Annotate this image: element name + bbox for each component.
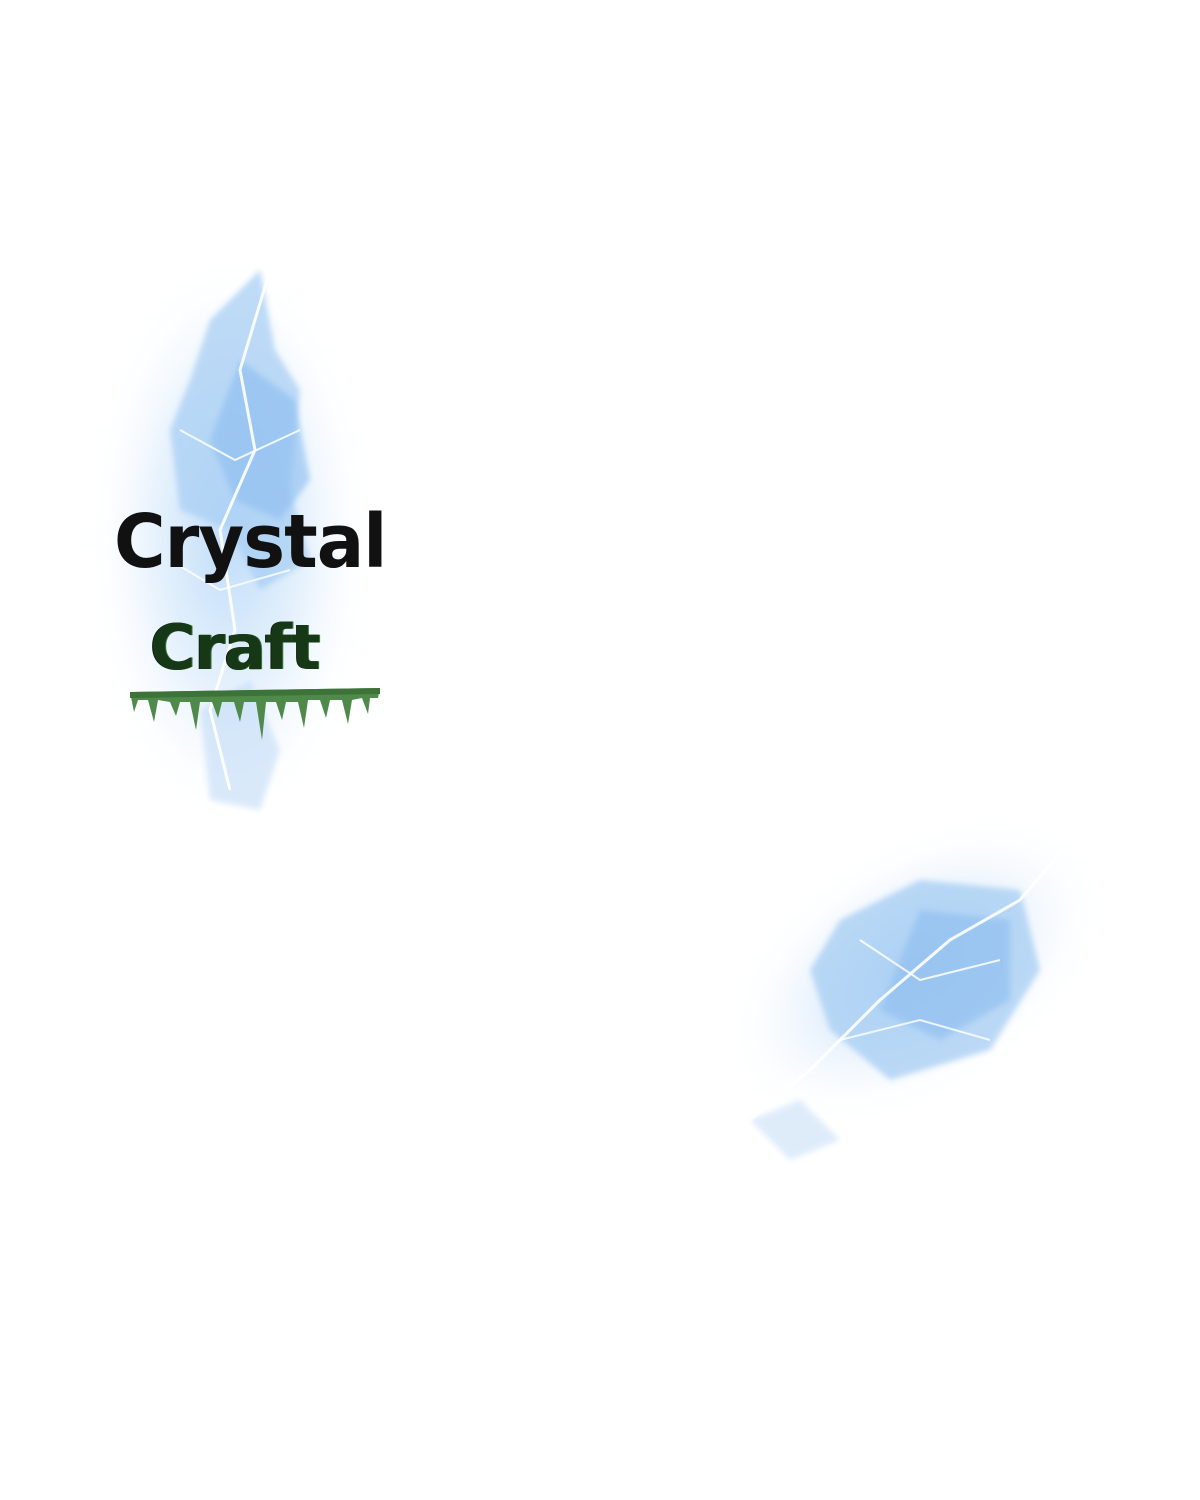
grass-drip-icon [130,688,380,740]
crystal-cluster-icon [90,250,370,830]
logo-line-crystal: Crystal [114,499,387,585]
logo-line-craft: Craft [150,611,321,684]
crystal-craft-logo: Crystal Craft [100,505,400,765]
crystal-cluster-icon [725,819,1105,1160]
